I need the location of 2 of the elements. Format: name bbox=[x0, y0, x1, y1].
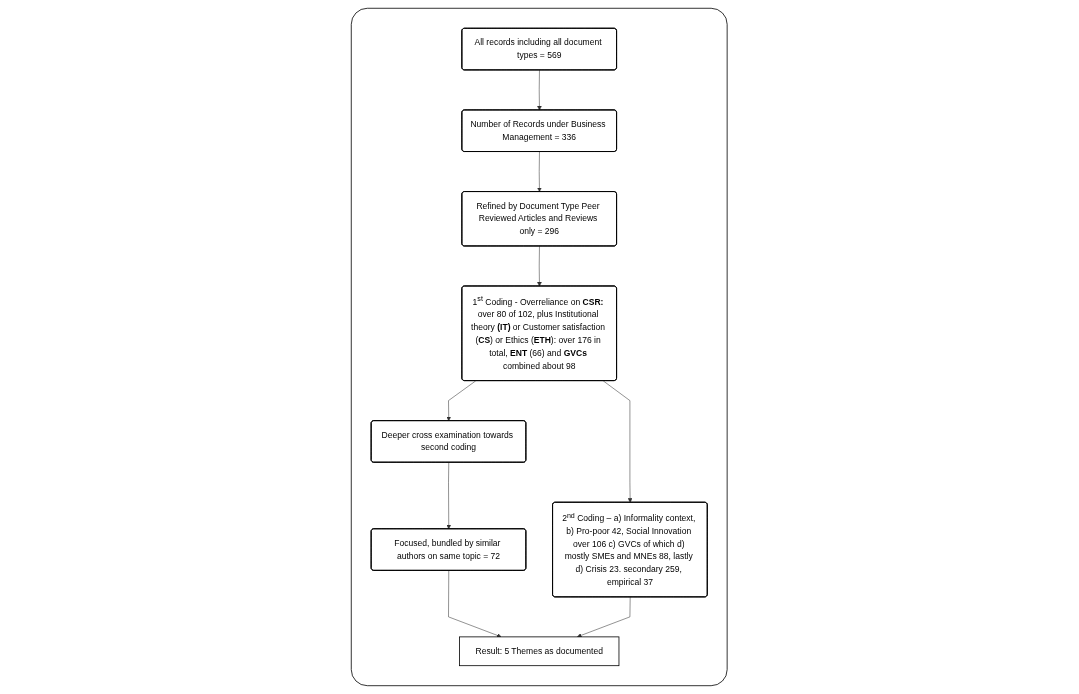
node-box: Result: 5 Themes as documented bbox=[459, 636, 620, 667]
cluster bbox=[351, 7, 728, 687]
